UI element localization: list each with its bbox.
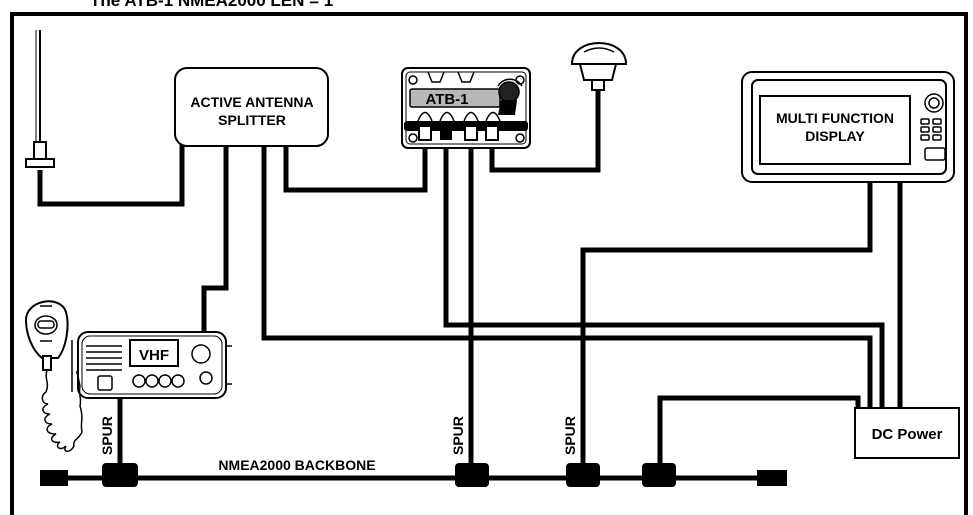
spur-mfd [580,183,873,470]
splitter-label-line2: SPLITTER [218,112,286,128]
tee-connector-atb [455,463,489,487]
spur-dc-power [657,395,861,470]
atb-1-unit: ATB-1 [401,67,531,149]
cable-vhf-antenna-splitter [37,145,185,207]
dc-power-label: DC Power [872,426,943,443]
header-fragment: The ATB-1 NMEA2000 LEN = 1 [90,0,333,10]
cable-gps-atb [489,88,601,173]
multi-function-display: MULTI FUNCTION DISPLAY [741,71,955,183]
terminator-right [757,470,787,486]
cable-atb-dc [443,138,885,408]
vhf-label: VHF [139,347,169,364]
vhf-antenna-icon [25,30,55,168]
active-antenna-splitter: ACTIVE ANTENNA SPLITTER [174,67,329,147]
microphone-icon [24,300,83,452]
terminator-left [40,470,68,486]
mfd-label-line1: MULTI FUNCTION [776,110,894,126]
backbone-label: NMEA2000 BACKBONE [218,457,375,473]
atb-label: ATB-1 [425,91,468,108]
vhf-radio: VHF [71,331,232,399]
mfd-label-line2: DISPLAY [805,128,865,144]
splitter-label-line1: ACTIVE ANTENNA [190,94,313,110]
spur-label-atb: SPUR [450,416,466,455]
atb-label-plate [409,88,501,108]
cable-splitter-vhf [201,145,229,335]
tee-connector-power [642,463,676,487]
backbone-connectors [40,463,787,487]
cable-splitter-atb [283,138,428,193]
dc-power-box: DC Power [854,407,960,459]
gps-antenna-icon [570,42,628,91]
spur-label-mfd: SPUR [562,416,578,455]
diagram-border [10,12,968,515]
cable-splitter-dc [261,145,873,408]
spur-label-vhf: SPUR [99,416,115,455]
tee-connector-vhf [102,463,138,487]
tee-connector-mfd [566,463,600,487]
